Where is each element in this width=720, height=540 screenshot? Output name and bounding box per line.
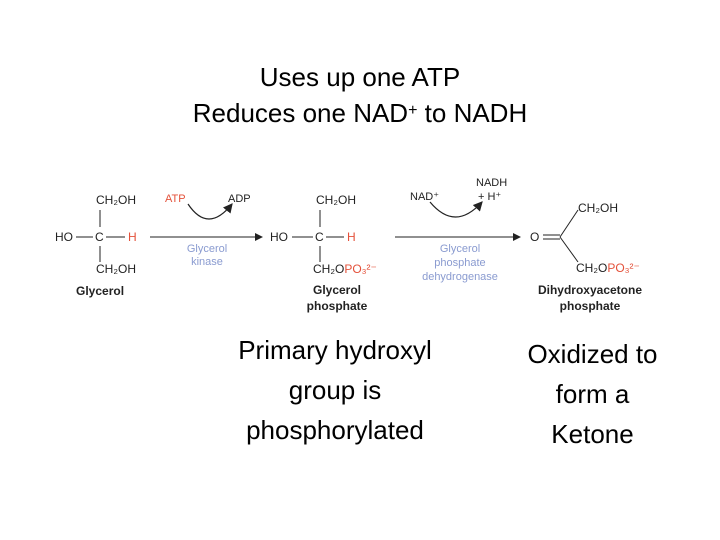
step2-enzyme-line3: dehydrogenase <box>422 271 498 283</box>
caption-right: Oxidized to form a Ketone <box>500 334 685 454</box>
g3p-top-group: CH₂OH <box>316 193 356 207</box>
title-line-2-prefix: Reduces one NAD <box>192 98 409 128</box>
reaction-diagram: CH₂OH HO C H CH₂OH Glycerol ATP ADP Glyc… <box>55 177 642 313</box>
glycerol-structure: CH₂OH HO C H CH₂OH Glycerol <box>55 193 137 298</box>
g3p-bottom-prefix: CH₂O <box>313 262 344 276</box>
caption-left-line-3: phosphorylated <box>246 415 424 445</box>
dhap-phosphate: PO₃²⁻ <box>607 261 640 275</box>
dhap-top-group: CH₂OH <box>578 201 618 215</box>
dhap-structure: CH₂OH O CH₂OPO₃²⁻ Dihydroxyacetone phosp… <box>530 201 642 313</box>
glycerol-h: H <box>128 230 137 244</box>
step2-cofactor-arc <box>429 201 483 218</box>
dhap-bottom-group: CH₂OPO₃²⁻ <box>576 261 640 275</box>
g3p-ho: HO <box>270 230 288 244</box>
dhap-name-line1: Dihydroxyacetone <box>538 283 642 297</box>
g3p-carbon: C <box>315 230 324 244</box>
g3p-name-line2: phosphate <box>307 299 368 313</box>
step1-atp-label: ATP <box>165 193 186 205</box>
glycerol-top-group: CH₂OH <box>96 193 136 207</box>
g3p-name-line1: Glycerol <box>313 283 361 297</box>
step2-proton-label: + H⁺ <box>478 191 501 203</box>
caption-left: Primary hydroxyl group is phosphorylated <box>200 330 470 450</box>
step1-enzyme-line2: kinase <box>191 256 223 268</box>
dhap-name-line2: phosphate <box>560 299 621 313</box>
step2-nadh-label: NADH <box>476 177 507 189</box>
dhap-bond-top <box>559 209 579 238</box>
glycerol-carbon: C <box>95 230 104 244</box>
caption-left-line-1: Primary hydroxyl <box>238 335 432 365</box>
glycerol-bottom-group: CH₂OH <box>96 262 136 276</box>
step2-nad-label: NAD⁺ <box>410 191 439 203</box>
step1-kinase: ATP ADP Glycerol kinase <box>150 193 263 268</box>
caption-right-line-3: Ketone <box>551 419 634 449</box>
title-line-2: Reduces one NAD+ to NADH <box>0 98 720 128</box>
glycerol-ho: HO <box>55 230 73 244</box>
caption-right-line-1: Oxidized to <box>527 339 658 369</box>
title-line-1: Uses up one ATP <box>259 62 461 92</box>
dhap-bond-bottom <box>559 236 579 263</box>
step2-enzyme-line2: phosphate <box>434 257 485 269</box>
title-line-2-suffix: to NADH <box>417 98 528 128</box>
title-superscript: + <box>408 102 418 119</box>
glycerol-phosphate-structure: CH₂OH HO C H CH₂OPO₃²⁻ Glycerol phosphat… <box>270 193 377 313</box>
step2-dehydrogenase: NAD⁺ NADH + H⁺ Glycerol phosphate dehydr… <box>395 177 521 283</box>
dhap-oxygen: O <box>530 230 539 244</box>
g3p-phosphate: PO₃²⁻ <box>344 262 377 276</box>
g3p-h: H <box>347 230 356 244</box>
glycerol-name: Glycerol <box>76 284 124 298</box>
step1-adp-label: ADP <box>228 193 251 205</box>
g3p-bottom-group: CH₂OPO₃²⁻ <box>313 262 377 276</box>
step2-enzyme-line1: Glycerol <box>440 243 480 255</box>
dhap-bottom-prefix: CH₂O <box>576 261 607 275</box>
caption-left-line-2: group is <box>288 375 382 405</box>
step1-enzyme-line1: Glycerol <box>187 243 227 255</box>
step1-cofactor-arc <box>187 203 233 220</box>
caption-right-line-2: form a <box>555 379 630 409</box>
